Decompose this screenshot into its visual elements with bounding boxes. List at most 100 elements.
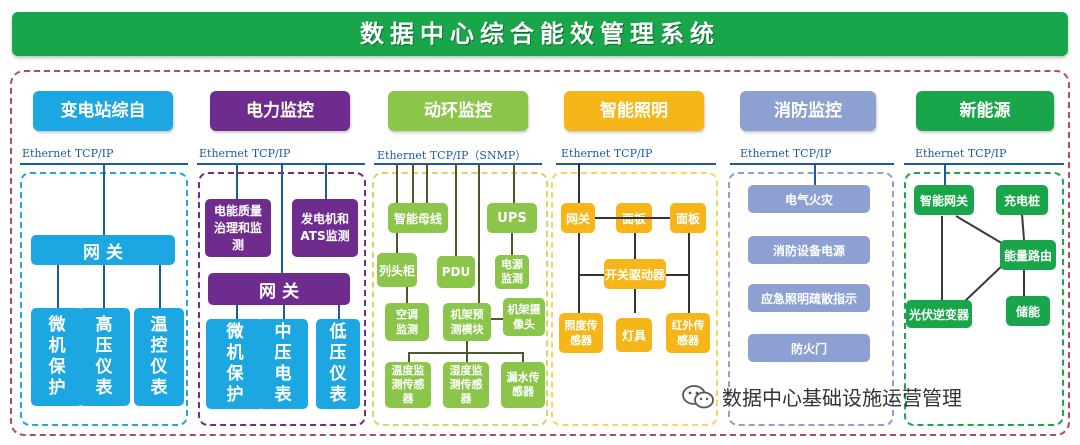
power-device-2-label: 中压电表 [274,322,292,405]
title-banner: 数据中心综合能效管理系统 [12,12,1068,56]
link-env-ac [406,287,408,303]
substation-device-3-label: 温控仪表 [150,315,168,398]
env-pdu: PDU [437,256,475,288]
system-frame [10,70,1070,436]
env-rack-module-label: 机架预测模块 [450,308,484,336]
link-power-dev2 [283,305,285,319]
newenergy-router: 能量路由 [1000,240,1056,270]
lighting-gateway: 网关 [561,203,595,233]
substation-device-2: 高压仪表 [78,308,130,406]
power-generator: 发电机和ATS监测 [292,199,358,257]
link-lighting-lamp [634,289,636,313]
env-power-sensor: 电源监测 [495,255,529,289]
env-leak-label: 漏水传感器 [506,371,540,398]
env-ups: UPS [487,203,537,233]
link-fire [814,163,816,185]
header-newenergy: 新能源 [916,91,1054,131]
link-newenergy [944,163,946,185]
header-lighting: 智能照明 [564,91,704,131]
fire-item-4: 防火门 [748,334,870,362]
link-substation-dev1 [57,265,59,308]
lighting-panel-2: 面板 [670,203,706,233]
env-temp: 温度监测传感器 [385,362,431,408]
link-power-dev1 [236,305,238,319]
bus-line-newenergy [904,163,1064,165]
substation-gateway: 网 关 [31,235,175,265]
power-device-3-label: 低压仪表 [329,322,347,405]
fire-item-3: 应急照明疏散指示 [748,284,870,312]
fire-item-2: 消防设备电源 [748,236,870,264]
env-leak: 漏水传感器 [501,362,545,408]
env-temp-label: 温度监测传感器 [391,364,425,405]
newenergy-gateway: 智能网关 [914,185,974,215]
link-lighting-driver-right [666,274,688,276]
lighting-light-sensor-label: 照度传感器 [564,319,598,347]
ethernet-label-lighting: Ethernet TCP/IP [561,147,653,160]
wechat-icon [682,385,714,409]
header-power: 电力监控 [210,91,350,131]
link-env-leak [522,352,524,362]
watermark-label: 数据中心基础设施运营管理 [722,386,962,410]
lighting-light-sensor: 照度传感器 [559,313,603,353]
link-substation-dev2 [103,265,105,308]
link-env-module-down [466,341,468,353]
link-env-humidity [466,352,468,362]
header-fire: 消防监控 [740,91,876,131]
link-substation-gateway [103,163,105,235]
link-env-ups-power [511,233,513,255]
env-humidity: 湿度监测传感器 [443,362,489,408]
bus-line-lighting [556,163,716,165]
env-humidity-label: 湿度监测传感器 [449,364,483,405]
env-ac: 空调监测 [385,303,429,341]
lighting-ir-sensor: 红外传感器 [666,313,710,353]
link-lighting-gateway [578,163,580,203]
newenergy-inverter: 光伏逆变器 [906,300,972,328]
newenergy-charger: 充电桩 [996,185,1048,215]
env-cabinet: 列头柜 [377,253,417,287]
link-power-quality [236,163,238,199]
env-rack-module: 机架预测模块 [443,303,491,341]
substation-device-3: 温控仪表 [134,308,184,406]
power-device-1: 微机保护 [206,319,264,409]
power-device-2: 中压电表 [258,319,308,409]
env-busway: 智能母线 [388,203,448,233]
link-charger-router [1021,213,1025,241]
link-env-5 [478,163,480,303]
power-device-3: 低压仪表 [316,319,360,409]
power-device-1-label: 微机保护 [226,322,244,405]
bus-line-env [374,163,542,165]
link-power-dev3 [338,305,340,319]
power-gateway: 网 关 [208,273,350,305]
group-env [372,172,548,426]
link-env-3 [426,163,428,203]
ethernet-label-substation: Ethernet TCP/IP [22,147,114,160]
link-lighting-right [688,233,690,313]
ethernet-label-fire: Ethernet TCP/IP [740,147,832,160]
header-substation: 变电站综自 [33,91,173,131]
link-power-generator [325,163,327,199]
lighting-lamp: 灯具 [616,318,652,352]
link-env-6 [513,163,515,203]
link-lighting-driver-left [578,274,604,276]
group-fire [728,172,894,426]
ethernet-label-newenergy: Ethernet TCP/IP [915,147,1007,160]
link-substation-dev3 [159,265,161,308]
group-lighting [551,172,718,426]
env-power-sensor-label: 电源监测 [501,258,523,285]
link-lighting-left [578,233,580,313]
watermark-text: 数据中心基础设施运营管理 [722,382,962,411]
substation-device-1-label: 微机保护 [48,315,66,398]
link-env-4 [455,163,457,256]
env-ac-label: 空调监测 [396,308,418,336]
substation-device-1: 微机保护 [31,308,83,406]
power-quality-label: 电能质量治理和监测 [213,203,262,252]
bus-line-fire [730,163,894,165]
fire-item-1: 电气火灾 [748,185,870,213]
newenergy-storage: 储能 [1006,296,1050,326]
page-title: 数据中心综合能效管理系统 [360,20,720,48]
ethernet-label-power: Ethernet TCP/IP [199,147,291,160]
ethernet-label-env: Ethernet TCP/IP（SNMP） [377,149,527,162]
link-inverter-router [963,263,1005,303]
link-env-temp [408,352,410,362]
lighting-ir-sensor-label: 红外传感器 [671,319,705,347]
